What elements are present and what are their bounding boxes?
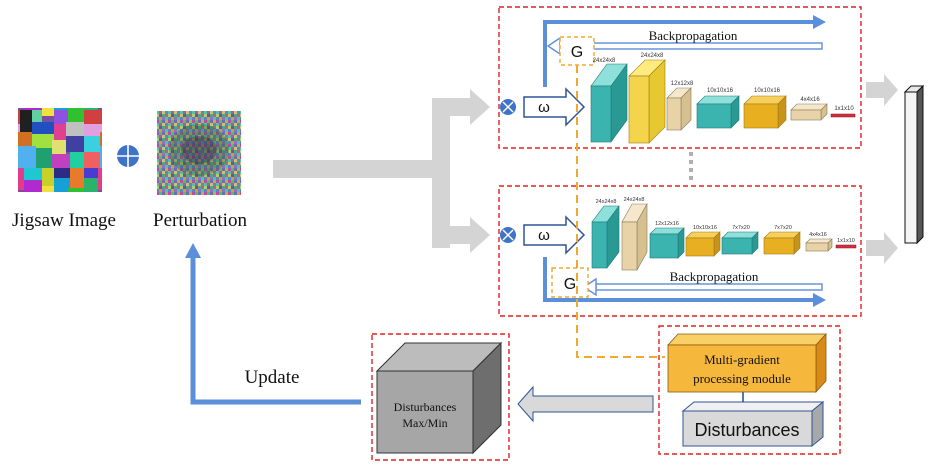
jigsaw-image — [18, 108, 102, 192]
top-weight-label: ω — [538, 99, 550, 116]
top-layer-label: 24x24x8 — [641, 53, 664, 59]
perturbation-label: Perturbation — [153, 210, 247, 231]
multi-gradient-module — [667, 332, 827, 394]
bottom-layer-label: 7x7x20 — [774, 225, 792, 231]
disturbances-label: Disturbances — [694, 420, 799, 440]
bottom-layer-label: 4x4x16 — [809, 232, 827, 238]
bottom-layer-labels: 24x24x8 24x24x8 12x12x16 10x10x16 7x7x20… — [596, 197, 855, 244]
top-multiply-icon — [500, 99, 516, 115]
output-gray-arrows — [866, 74, 898, 264]
perturbation-image — [157, 111, 241, 195]
top-layer-label: 1x1x10 — [834, 106, 854, 112]
bottom-backprop-label: Backpropagation — [670, 269, 759, 284]
top-backprop-label: Backpropagation — [649, 28, 738, 43]
result-line1: Disturbances — [394, 400, 457, 414]
bottom-layer-label: 24x24x8 — [596, 199, 617, 205]
bottom-layer-label: 10x10x16 — [693, 225, 717, 231]
bottom-layer-1 — [591, 205, 620, 269]
bottom-layer-8 — [835, 244, 857, 249]
top-layer-7 — [830, 113, 856, 118]
bottom-layer-3 — [649, 227, 685, 259]
top-layer-3 — [666, 87, 692, 131]
bottom-weight-label: ω — [538, 227, 550, 244]
top-layer-label: 24x24x8 — [593, 58, 616, 64]
update-label: Update — [245, 367, 300, 388]
top-backprop-arrows — [543, 15, 826, 87]
plus-circle-icon — [117, 145, 139, 167]
bottom-backprop-arrows — [543, 257, 826, 307]
bottom-layer-label: 12x12x16 — [655, 221, 679, 227]
top-layer-1 — [590, 63, 628, 143]
result-cube — [375, 341, 503, 455]
bottom-gradient-label: G — [564, 276, 576, 293]
top-layer-label: 10x10x16 — [754, 88, 781, 94]
bottom-layer-label: 24x24x8 — [624, 197, 645, 203]
result-box — [371, 333, 510, 461]
top-network-box — [498, 6, 862, 149]
top-gradient-box — [559, 36, 595, 66]
gray-branch-arrow — [273, 89, 490, 253]
bottom-layer-4 — [685, 231, 721, 257]
output-bar — [903, 84, 925, 245]
jigsaw-image-label: Jigsaw Image — [12, 210, 116, 231]
bottom-layers — [591, 202, 857, 272]
disturbances-box — [681, 400, 825, 448]
result-line2: Max/Min — [402, 416, 447, 430]
top-layer-2 — [628, 59, 666, 144]
module-title-line1: Multi-gradient — [704, 352, 780, 367]
top-weight-arrow — [523, 87, 586, 127]
top-layer-label: 12x12x8 — [671, 81, 694, 87]
bottom-layer-5 — [721, 231, 759, 255]
top-layer-5 — [743, 95, 787, 129]
bottom-layer-6 — [763, 231, 801, 255]
top-layer-label: 4x4x16 — [800, 97, 820, 103]
top-layers — [590, 59, 856, 144]
bottom-weight-arrow — [523, 215, 586, 255]
bottom-layer-7 — [805, 238, 833, 252]
top-layer-label: 10x10x16 — [707, 88, 734, 94]
top-layer-6 — [790, 103, 828, 121]
bottom-layer-label: 7x7x20 — [732, 225, 750, 231]
result-arrow — [517, 385, 654, 423]
bottom-layer-label: 1x1x10 — [837, 238, 855, 244]
top-layer-labels: 24x24x8 24x24x8 12x12x8 10x10x16 10x10x1… — [593, 53, 855, 112]
bottom-network-box — [498, 185, 862, 317]
ellipsis-dots — [689, 152, 693, 180]
bottom-gradient-box — [551, 267, 589, 298]
update-arrow — [185, 243, 361, 405]
top-layer-4 — [696, 95, 740, 129]
module-title-line2: processing module — [693, 371, 791, 386]
bottom-layer-2 — [621, 202, 648, 272]
top-gradient-label: G — [571, 44, 583, 61]
gradient-flow-line — [576, 65, 665, 358]
module-box — [658, 325, 841, 455]
bottom-multiply-icon — [500, 227, 516, 243]
